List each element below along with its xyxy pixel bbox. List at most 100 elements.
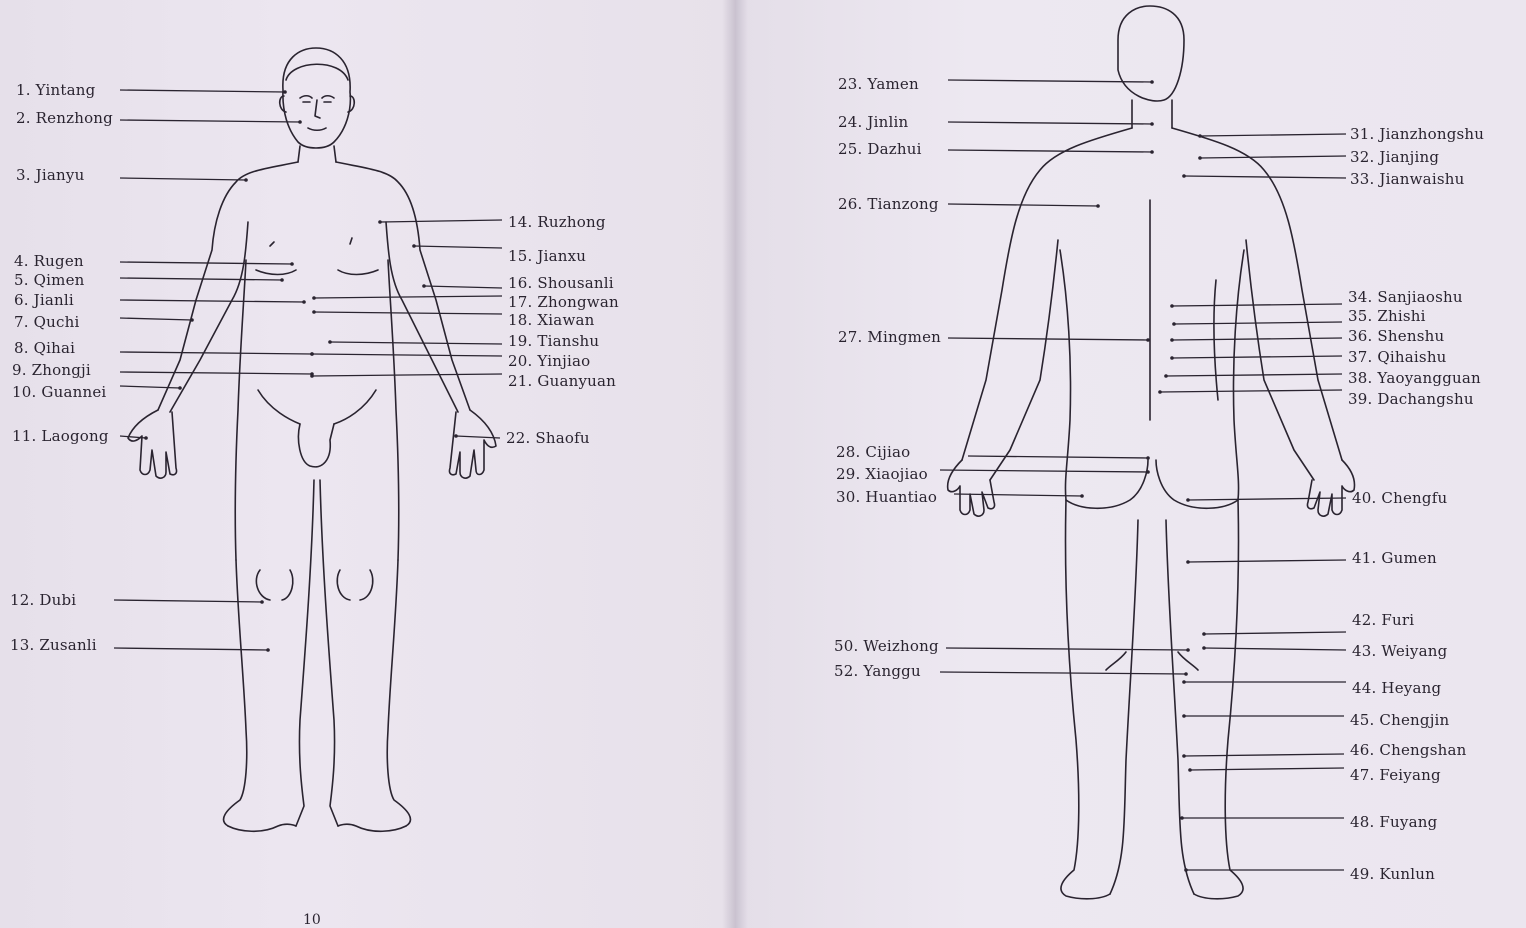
leader-line-dazhui — [948, 150, 1152, 152]
acupoint-label-weiyang: 43. Weiyang — [1352, 643, 1447, 659]
acupoint-label-gumen: 41. Gumen — [1352, 550, 1437, 566]
leader-line-yanggu — [940, 672, 1186, 674]
page-number: 10 — [303, 912, 321, 928]
acupoint-dot-kunlun — [1184, 868, 1188, 872]
leader-line-jianxu — [414, 246, 502, 248]
acupoint-dot-chengfu — [1186, 498, 1190, 502]
acupoint-label-sanjiaoshu: 34. Sanjiaoshu — [1348, 289, 1463, 305]
leader-line-zhongji — [120, 372, 312, 374]
acupoint-dot-shenshu — [1170, 338, 1174, 342]
acupoint-dot-jianzhongshu — [1198, 134, 1202, 138]
acupoint-dot-shousanli — [422, 284, 426, 288]
acupoint-label-shenshu: 36. Shenshu — [1348, 328, 1444, 344]
acupoint-label-jianzhongshu: 31. Jianzhongshu — [1350, 126, 1484, 142]
acupoint-dot-tianshu — [328, 340, 332, 344]
leader-line-xiaojiao — [940, 470, 1148, 472]
acupoint-label-xiawan: 18. Xiawan — [508, 312, 595, 328]
acupoint-dot-xiaojiao — [1146, 470, 1150, 474]
acupoint-label-shousanli: 16. Shousanli — [508, 275, 614, 291]
leader-line-jianzhongshu — [1200, 134, 1346, 136]
front-body-outline — [128, 48, 496, 831]
back-body-outline — [948, 6, 1355, 899]
acupoint-label-qihaishu: 37. Qihaishu — [1348, 349, 1447, 365]
leader-line-jianjing — [1200, 156, 1346, 158]
acupoint-dot-dazhui — [1150, 150, 1154, 154]
acupoint-dot-yanggu — [1184, 672, 1188, 676]
leader-line-quchi — [120, 318, 192, 320]
acupoint-label-jianjing: 32. Jianjing — [1350, 149, 1439, 165]
leader-line-jinlin — [948, 122, 1152, 124]
leader-line-gumen — [1188, 560, 1346, 562]
acupoint-label-kunlun: 49. Kunlun — [1350, 866, 1435, 882]
leader-line-zhishi — [1174, 322, 1342, 324]
acupoint-dot-cijiao — [1146, 456, 1150, 460]
leader-line-rugen — [120, 262, 292, 264]
acupoint-label-chengshan: 46. Chengshan — [1350, 742, 1466, 758]
acupoint-dot-huantiao — [1080, 494, 1084, 498]
acupoint-dot-jianli — [302, 300, 306, 304]
acupoint-label-dachangshu: 39. Dachangshu — [1348, 391, 1474, 407]
leader-line-huantiao — [954, 494, 1082, 496]
acupoint-label-jinlin: 24. Jinlin — [838, 114, 908, 130]
acupoint-label-zhongji: 9. Zhongji — [12, 362, 91, 378]
leader-line-weizhong — [946, 648, 1188, 650]
acupoint-label-chengfu: 40. Chengfu — [1352, 490, 1447, 506]
acupoint-label-rugen: 4. Rugen — [14, 253, 84, 269]
acupoint-label-qimen: 5. Qimen — [14, 272, 85, 288]
acupoint-label-laogong: 11. Laogong — [12, 428, 109, 444]
acupoint-dot-zhishi — [1172, 322, 1176, 326]
acupoint-label-guanyuan: 21. Guanyuan — [508, 373, 616, 389]
acupoint-dot-jianyu — [244, 178, 248, 182]
leader-line-zhongwan — [314, 296, 502, 298]
acupoint-label-huantiao: 30. Huantiao — [836, 489, 937, 505]
acupoint-dot-chengjin — [1182, 714, 1186, 718]
acupoint-dot-chengshan — [1182, 754, 1186, 758]
leader-line-chengshan — [1184, 754, 1344, 756]
leader-line-tianzong — [948, 204, 1098, 206]
acupoint-dot-qihaishu — [1170, 356, 1174, 360]
acupoint-dot-shaofu — [454, 434, 458, 438]
leader-line-dachangshu — [1160, 390, 1342, 392]
acupoint-label-yinjiao: 20. Yinjiao — [508, 353, 590, 369]
acupoint-label-fuyang: 48. Fuyang — [1350, 814, 1437, 830]
acupoint-label-zusanli: 13. Zusanli — [10, 637, 97, 653]
leader-line-ruzhong — [380, 220, 502, 222]
acupoint-label-quchi: 7. Quchi — [14, 314, 80, 330]
acupoint-dot-quchi — [190, 318, 194, 322]
leader-line-qimen — [120, 278, 282, 280]
acupoint-label-mingmen: 27. Mingmen — [838, 329, 941, 345]
acupoint-dot-yamen — [1150, 80, 1154, 84]
acupoint-label-furi: 42. Furi — [1352, 612, 1414, 628]
leader-line-weiyang — [1204, 648, 1346, 650]
acupoint-label-yaoyangguan: 38. Yaoyangguan — [1348, 370, 1481, 386]
acupoint-dot-qimen — [280, 278, 284, 282]
acupoint-label-guannei: 10. Guannei — [12, 384, 106, 400]
acupoint-dot-mingmen — [1146, 338, 1150, 342]
acupoint-dot-rugen — [290, 262, 294, 266]
leader-lines — [114, 80, 1346, 870]
acupoint-dot-yaoyangguan — [1164, 374, 1168, 378]
acupoint-dot-guanyuan — [310, 374, 314, 378]
acupoint-dot-jianjing — [1198, 156, 1202, 160]
leader-line-cijiao — [968, 456, 1148, 458]
leader-line-jianli — [120, 300, 304, 302]
acupoint-dot-jianwaishu — [1182, 174, 1186, 178]
acupoint-dot-jianxu — [412, 244, 416, 248]
leader-line-sanjiaoshu — [1172, 304, 1342, 306]
leader-line-qihai — [120, 352, 312, 354]
leader-line-jianwaishu — [1184, 176, 1346, 178]
acupoint-label-shaofu: 22. Shaofu — [506, 430, 590, 446]
acupoint-label-heyang: 44. Heyang — [1352, 680, 1441, 696]
leader-line-chengfu — [1188, 498, 1346, 500]
acupoint-label-weizhong: 50. Weizhong — [834, 638, 939, 654]
acupoint-dot-laogong — [144, 436, 148, 440]
acupoint-dot-yinjiao — [310, 352, 314, 356]
acupoint-label-jianyu: 3. Jianyu — [16, 167, 84, 183]
acupoint-label-zhishi: 35. Zhishi — [1348, 308, 1426, 324]
acupoint-dot-weizhong — [1186, 648, 1190, 652]
acupoint-dot-dubi — [260, 600, 264, 604]
leader-line-qihaishu — [1172, 356, 1342, 358]
acupoint-label-yintang: 1. Yintang — [16, 82, 95, 98]
leader-line-feiyang — [1190, 768, 1344, 770]
